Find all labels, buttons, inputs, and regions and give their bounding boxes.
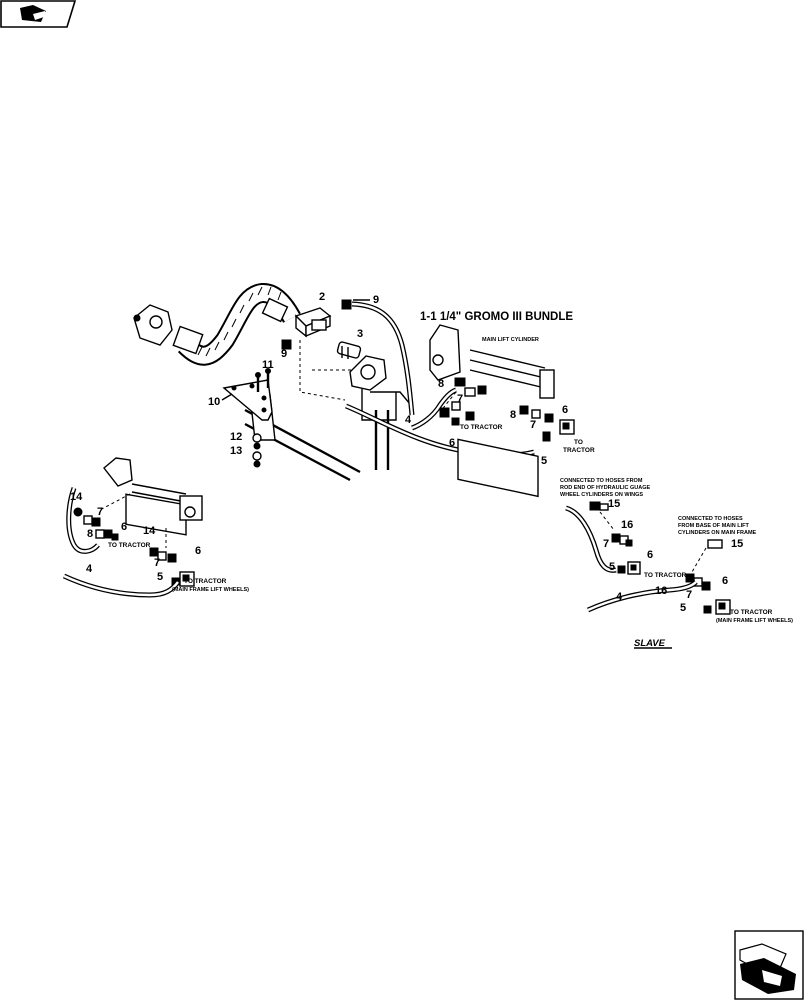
callout-8-center-top: 8 bbox=[438, 378, 444, 390]
label-to-center-right: TO bbox=[574, 439, 583, 446]
callout-6-center: 6 bbox=[449, 437, 455, 449]
callout-10: 10 bbox=[208, 396, 220, 408]
callout-5-slave-top: 5 bbox=[609, 561, 615, 573]
callout-16-slave-mid: 16 bbox=[655, 585, 667, 597]
callout-6-slave-mid: 6 bbox=[722, 575, 728, 587]
label-to-tractor-left-2: TO TRACTOR bbox=[184, 578, 227, 585]
callout-4-slave: 4 bbox=[616, 591, 623, 603]
callout-3: 3 bbox=[357, 328, 363, 340]
note-gauge-line-2: ROD END OF HYDRAULIC GUAGE bbox=[560, 485, 650, 491]
label-slave: SLAVE bbox=[634, 638, 666, 649]
callout-15-slave-mid: 15 bbox=[731, 538, 743, 550]
callout-7-left-mid: 7 bbox=[154, 557, 160, 569]
note-gauge-line-3: WHEEL CYLINDERS ON WINGS bbox=[560, 492, 643, 498]
callout-8-center-right: 8 bbox=[510, 409, 516, 421]
callout-7-slave-mid: 7 bbox=[686, 589, 692, 601]
note-gauge-line-1: CONNECTED TO HOSES FROM bbox=[560, 478, 643, 484]
label-to-tractor-slave-1: TO TRACTOR bbox=[644, 572, 687, 579]
callout-12: 12 bbox=[230, 431, 242, 443]
label-to-tractor-left-1: TO TRACTOR bbox=[108, 542, 151, 549]
diagram-title: 1-1 1/4" GROMO III BUNDLE bbox=[420, 311, 573, 323]
callout-6-left-top: 6 bbox=[121, 521, 127, 533]
callout-7-center-top: 7 bbox=[457, 393, 463, 405]
callout-6-center-right: 6 bbox=[562, 404, 568, 416]
back-arrow-icon[interactable] bbox=[0, 0, 77, 28]
slave-assembly bbox=[565, 501, 731, 649]
callout-5-slave-bottom: 5 bbox=[680, 602, 686, 614]
callout-13: 13 bbox=[230, 445, 242, 457]
callout-4-left: 4 bbox=[86, 563, 93, 575]
callout-5-left: 5 bbox=[157, 571, 163, 583]
callout-7-left-top: 7 bbox=[97, 506, 103, 518]
label-to-tractor-center: TO TRACTOR bbox=[460, 424, 503, 431]
callout-9-left: 9 bbox=[281, 348, 287, 360]
callout-5-center: 5 bbox=[541, 455, 547, 467]
note-base-line-2: FROM BASE OF MAIN LIFT bbox=[678, 523, 750, 529]
callout-6-slave-top: 6 bbox=[647, 549, 653, 561]
callout-6-left-mid: 6 bbox=[195, 545, 201, 557]
left-assembly bbox=[62, 457, 203, 598]
callout-14-left-top: 14 bbox=[70, 491, 83, 503]
note-base-line-1: CONNECTED TO HOSES bbox=[678, 516, 743, 522]
callout-7-center-right: 7 bbox=[530, 419, 536, 431]
next-page-arrow-icon[interactable] bbox=[734, 930, 804, 1000]
label-main-frame-lift-wheels-slave: (MAIN FRAME LIFT WHEELS) bbox=[716, 618, 793, 624]
callout-9-top: 9 bbox=[373, 294, 379, 306]
label-main-frame-lift-wheels-left: (MAIN FRAME LIFT WHEELS) bbox=[172, 587, 249, 593]
callout-11: 11 bbox=[262, 359, 274, 371]
label-tractor-center-right: TRACTOR bbox=[563, 447, 595, 454]
callout-14-left-mid: 14 bbox=[143, 525, 156, 537]
callout-15-slave-top: 15 bbox=[608, 498, 620, 510]
note-base-line-3: CYLINDERS ON MAIN FRAME bbox=[678, 530, 757, 536]
callout-7-slave-top: 7 bbox=[603, 538, 609, 550]
label-to-tractor-slave-2: TO TRACTOR bbox=[730, 609, 773, 616]
label-main-lift-cylinder: MAIN LIFT CYLINDER bbox=[482, 337, 539, 343]
callout-16-slave-top: 16 bbox=[621, 519, 633, 531]
callout-8-left-top: 8 bbox=[87, 528, 93, 540]
callout-2: 2 bbox=[319, 291, 325, 303]
callout-4-center: 4 bbox=[405, 414, 412, 426]
center-assembly bbox=[133, 283, 575, 498]
